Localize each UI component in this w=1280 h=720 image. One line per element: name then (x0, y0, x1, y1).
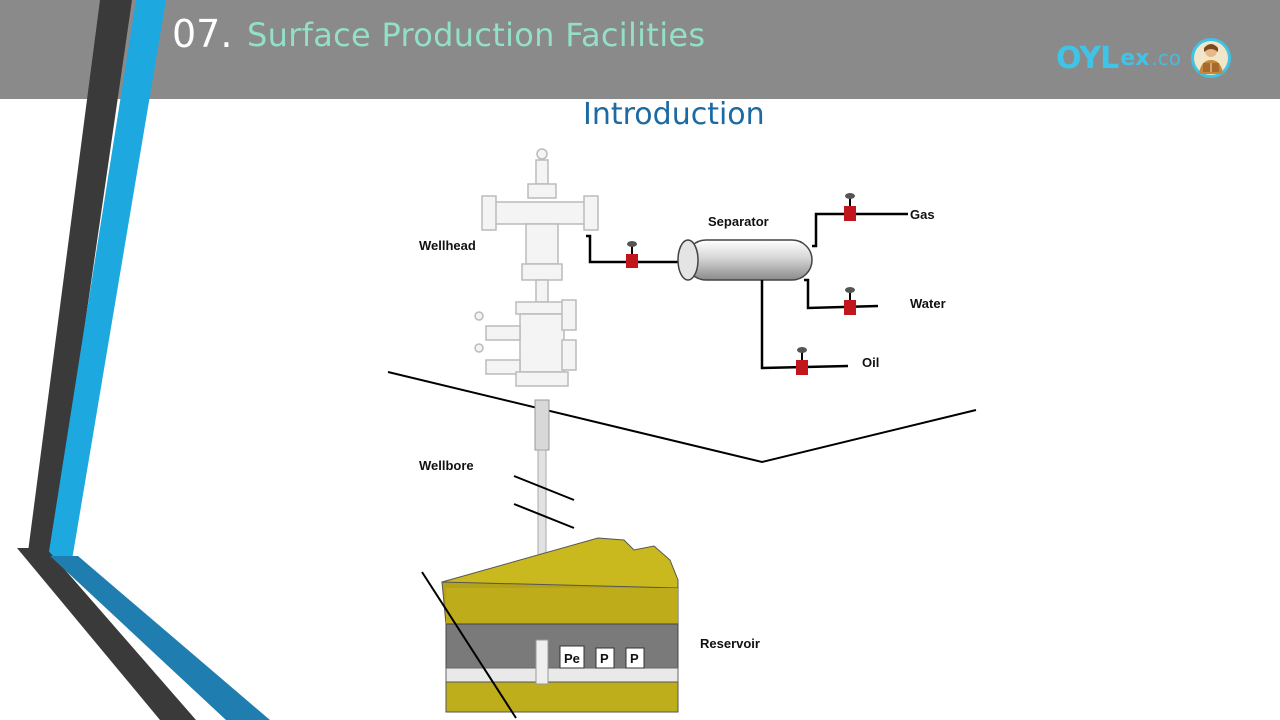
slide-title: Surface Production Facilities (247, 16, 706, 54)
pressure-pe-label: Pe (564, 651, 580, 666)
slide-number: 07. (172, 12, 233, 56)
logo-co-text: .co (1151, 46, 1181, 70)
ground-line (387, 371, 977, 464)
header-bar: 07. Surface Production Facilities OYL ex… (0, 0, 1280, 99)
valve-inlet-icon (626, 254, 638, 268)
pressure-p1-label: P (600, 651, 609, 666)
reservoir-block: Pe P P (421, 537, 679, 719)
valve-oil-icon (796, 360, 808, 375)
wellhead-label: Wellhead (419, 238, 476, 253)
pressure-p2-label: P (630, 651, 639, 666)
dark-stripe-lower (17, 548, 196, 720)
valve-gas-icon (844, 206, 856, 221)
reservoir-label: Reservoir (700, 636, 760, 651)
dark-stripe (28, 0, 132, 552)
production-diagram: Pe P P Wellhead Separator Gas Water Oil … (387, 148, 977, 719)
logo-main-text: OYL (1056, 40, 1119, 76)
separator-label: Separator (708, 214, 769, 229)
logo-ex-text: ex (1120, 45, 1150, 71)
gas-label: Gas (910, 207, 935, 222)
wellbore-label: Wellbore (419, 458, 474, 473)
water-label: Water (910, 296, 946, 311)
separator-vessel (677, 239, 813, 281)
blue-stripe (48, 0, 166, 560)
slide-subtitle: Introduction (583, 97, 765, 132)
decorative-stripes (17, 0, 270, 720)
blue-stripe-lower (50, 556, 270, 720)
oil-label: Oil (862, 355, 879, 370)
brand-logo[interactable]: OYL ex .co (1056, 38, 1233, 78)
person-reading-icon (1191, 38, 1231, 78)
wellhead-tree (474, 148, 599, 387)
valve-water-icon (844, 300, 856, 315)
